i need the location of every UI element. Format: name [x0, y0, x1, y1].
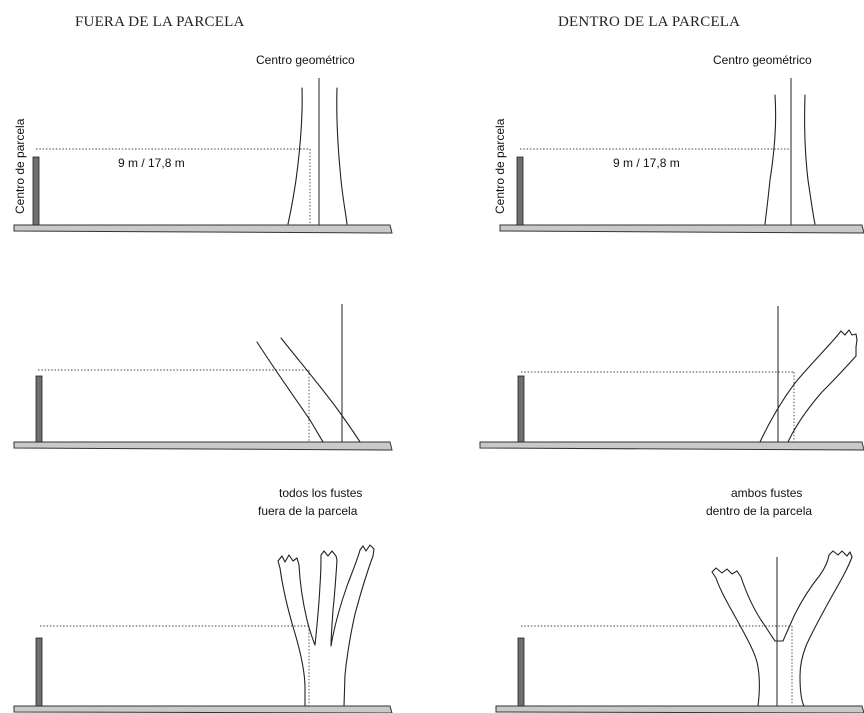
plot-center-post	[32, 156, 40, 226]
caption-line-2: fuera de la parcela	[258, 504, 358, 518]
plot-center-post	[35, 637, 43, 707]
caption-line-1: todos los fustes	[279, 486, 362, 500]
distance-label: 9 m / 17,8 m	[118, 156, 185, 170]
tree-trunk-left-edge	[764, 94, 777, 225]
panel-leaning-tree-outside	[13, 304, 393, 451]
broken-top-edge	[836, 329, 858, 357]
plot-center-post	[35, 375, 43, 443]
centro-de-parcela-label: Centro de parcela	[493, 118, 507, 214]
tree-trunk-right-edge	[336, 87, 348, 225]
ground-strip	[479, 441, 864, 451]
leaning-trunk-edge-b	[787, 355, 857, 443]
plot-center-post	[517, 637, 525, 707]
centro-geometrico-label: Centro geométrico	[256, 53, 355, 67]
centro-de-parcela-label: Centro de parcela	[13, 118, 27, 214]
ground-strip	[13, 705, 393, 713]
forked-trunk-outline	[277, 544, 375, 707]
leaning-trunk-edge-a	[759, 335, 838, 443]
ground-strip	[13, 224, 393, 234]
ground-strip	[499, 224, 864, 234]
ground-strip	[495, 705, 864, 713]
leaning-trunk-edge-b	[280, 337, 361, 443]
centro-geometrico-label: Centro geométrico	[713, 53, 812, 67]
forked-trunk-outline	[711, 550, 853, 707]
heading-inside-plot: DENTRO DE LA PARCELA	[558, 14, 740, 30]
caption-line-1: ambos fustes	[731, 486, 802, 500]
distance-label: 9 m / 17,8 m	[613, 156, 680, 170]
panel-forked-tree-inside: ambos fustes dentro de la parcela	[495, 486, 864, 713]
panel-leaning-tree-inside	[479, 306, 864, 451]
tree-trunk-right-edge	[804, 94, 816, 225]
heading-outside-plot: FUERA DE LA PARCELA	[75, 14, 245, 30]
panel-forked-tree-outside: todos los fustes fuera de la parcela	[13, 486, 393, 713]
caption-line-2: dentro de la parcela	[706, 504, 812, 518]
ground-strip	[13, 441, 393, 451]
tree-trunk-left-edge	[287, 87, 303, 225]
panel-straight-tree-outside: Centro geométrico Centro de parcela 9 m …	[13, 53, 393, 234]
panel-straight-tree-inside: Centro geométrico Centro de parcela 9 m …	[493, 53, 864, 234]
leaning-trunk-edge-a	[256, 341, 324, 443]
plot-center-post	[517, 375, 525, 443]
plot-center-post	[516, 156, 524, 226]
